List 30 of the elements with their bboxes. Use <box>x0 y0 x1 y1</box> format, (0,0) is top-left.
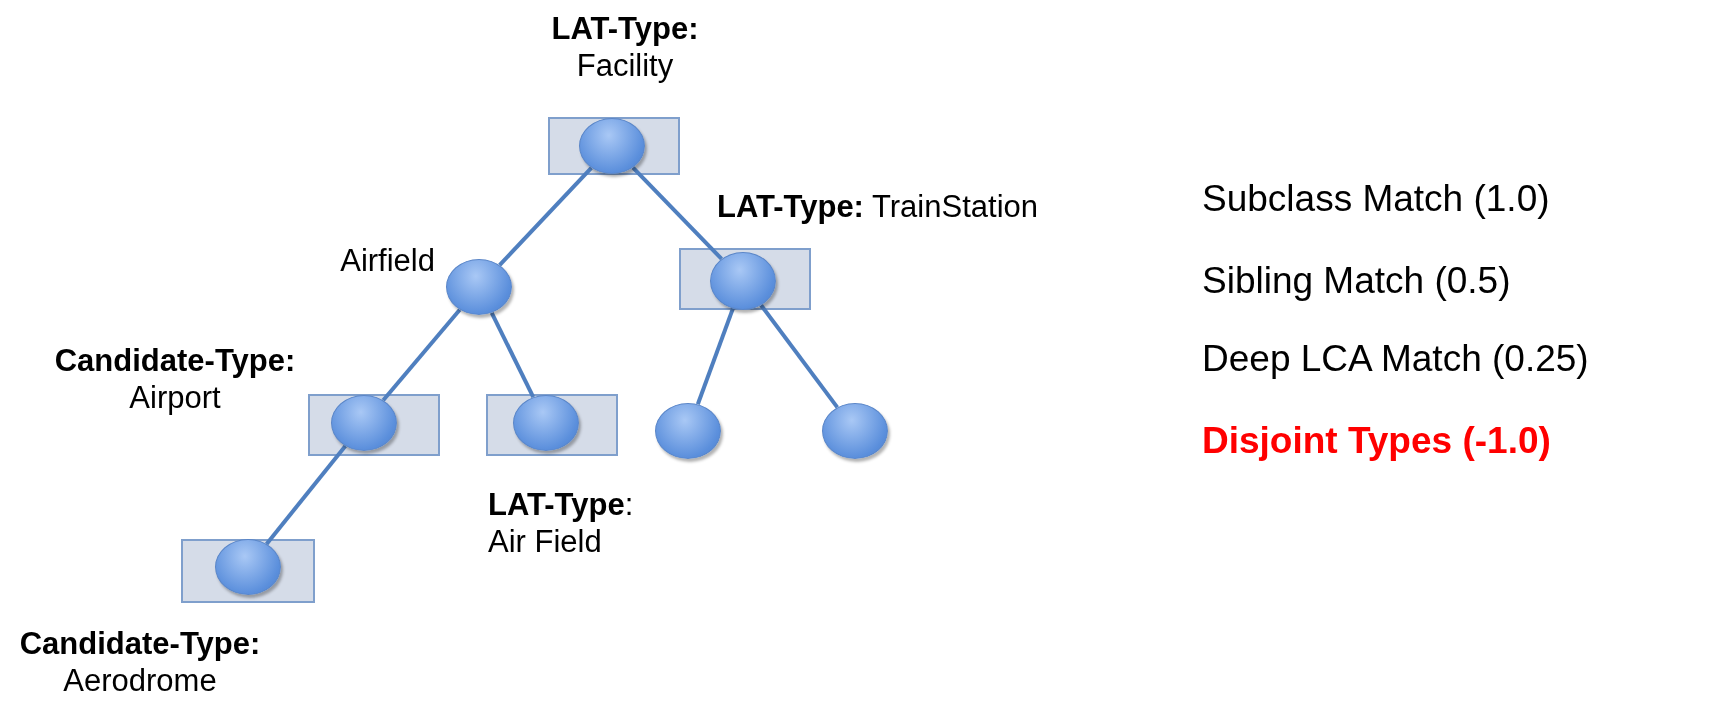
tree-edge <box>695 307 735 405</box>
tree-node-circle <box>331 395 397 451</box>
tree-node-circle <box>822 403 888 459</box>
match-score-label: Sibling Match (0.5) <box>1202 260 1511 302</box>
type-label: LAT-Type: Facility <box>550 10 700 85</box>
type-label: LAT-Type: Air Field <box>488 486 635 561</box>
type-label: LAT-Type: TrainStation <box>717 188 1039 226</box>
match-score-label: Deep LCA Match (0.25) <box>1202 338 1589 380</box>
tree-edge <box>381 308 462 402</box>
tree-edge <box>498 166 593 267</box>
highlight-box <box>308 394 440 456</box>
tree-node-circle <box>513 395 579 451</box>
tree-edge <box>759 304 839 409</box>
highlight-box <box>486 394 618 456</box>
tree-node-circle <box>710 252 776 310</box>
type-label: Airfield <box>339 242 435 280</box>
highlight-box <box>548 117 680 175</box>
tree-edge <box>489 311 536 399</box>
tree-edge <box>265 444 347 546</box>
match-score-label: Disjoint Types (-1.0) <box>1202 420 1551 462</box>
tree-node-circle <box>215 539 281 595</box>
tree-node-circle <box>446 259 512 315</box>
tree-edge <box>631 166 724 261</box>
type-label: Candidate-Type: Aerodrome <box>18 625 262 700</box>
highlight-box <box>181 539 315 603</box>
tree-node-circle <box>655 403 721 459</box>
match-score-label: Subclass Match (1.0) <box>1202 178 1550 220</box>
tree-node-circle <box>579 118 645 174</box>
type-label: Candidate-Type: Airport <box>53 342 297 417</box>
highlight-box <box>679 248 811 310</box>
